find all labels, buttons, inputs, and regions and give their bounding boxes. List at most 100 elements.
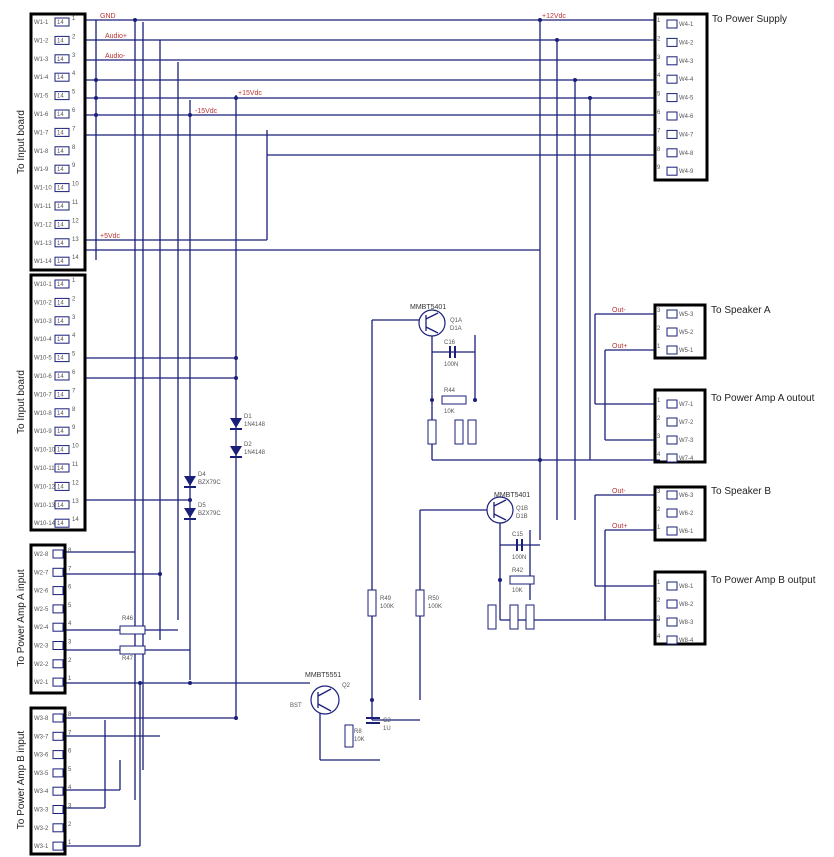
- pin-code: 14: [57, 466, 64, 472]
- pin-number: 5: [72, 352, 76, 358]
- pin-code: 14: [57, 319, 64, 325]
- pin-number: 14: [72, 517, 79, 523]
- w8-pin: 4W8-4: [657, 634, 694, 645]
- pin-ref: W4-5: [679, 96, 694, 102]
- diode-d1: D1 1N4148: [230, 414, 266, 430]
- transistor-q2: MMBT5551 Q2 BST: [290, 672, 351, 715]
- pin-ref: W10-11: [34, 466, 55, 472]
- connector-w6-pins: 3W6-3 2W6-2 1W6-1: [657, 489, 694, 536]
- w6-pin: 2W6-2: [657, 507, 694, 518]
- net-plus12: +12Vdc: [542, 13, 566, 20]
- pin-ref: W1-12: [34, 222, 52, 228]
- net-labels: GND Audio+ Audio- +15Vdc -15Vdc +5Vdc +1…: [100, 13, 627, 530]
- resistor-r42: R42 10K: [487, 568, 535, 630]
- pin-code: 14: [57, 94, 64, 100]
- connector-w4-pins: 1W4-12W4-23W4-34W4-45W4-56W4-67W4-78W4-8…: [657, 18, 694, 176]
- w3-pin: W3-11: [34, 840, 72, 851]
- w5-pin: 3W5-3: [657, 308, 694, 319]
- label-speaker-a: To Speaker A: [711, 305, 771, 316]
- pin-number: 3: [72, 53, 76, 59]
- pin-ref: W3-8: [34, 716, 49, 722]
- pin-box: [666, 327, 678, 337]
- pin-number: 8: [72, 145, 76, 151]
- w1-pin: W1-5 14 5: [34, 90, 76, 101]
- pin-box: [52, 567, 64, 577]
- pin-box: [666, 345, 678, 355]
- pin-code: 14: [57, 130, 64, 136]
- pin-box: [54, 463, 70, 473]
- r42-ref: R42: [512, 568, 524, 574]
- pin-number: 5: [72, 90, 76, 96]
- r49-val: 100K: [380, 604, 394, 610]
- pin-ref: W3-2: [34, 826, 49, 832]
- pin-code: 14: [57, 392, 64, 398]
- pin-box: [54, 316, 70, 326]
- pin-box: [666, 74, 678, 84]
- w4-pin: 2W4-2: [657, 36, 694, 47]
- d4-val: BZX79C: [198, 480, 221, 486]
- pin-box: [54, 408, 70, 418]
- pin-number: 3: [657, 55, 661, 61]
- wiring: [65, 18, 660, 847]
- connector-w1-box: [29, 12, 87, 272]
- d5-ref: D5: [198, 503, 206, 509]
- pin-box: [52, 622, 64, 632]
- pin-number: 2: [657, 507, 661, 513]
- capacitor-c15: C15 100N: [500, 532, 540, 561]
- pin-ref: W10-10: [34, 448, 56, 454]
- pin-box: [666, 581, 678, 591]
- d1-ref: D1: [244, 414, 252, 420]
- pin-number: 2: [657, 416, 661, 422]
- pin-code: 14: [57, 149, 64, 155]
- pin-ref: W8-1: [679, 584, 694, 590]
- pin-ref: W3-3: [34, 808, 49, 814]
- pin-box: [666, 111, 678, 121]
- q2-part: MMBT5551: [305, 672, 341, 679]
- pin-code: 14: [57, 448, 64, 454]
- net-out-a-minus: Out-: [612, 307, 626, 314]
- w6-pin: 3W6-3: [657, 489, 694, 500]
- pin-ref: W3-7: [34, 734, 49, 740]
- diode-d2: D2 1N4148: [230, 442, 266, 458]
- pin-number: 11: [72, 200, 79, 206]
- net-audio-plus: Audio+: [105, 33, 127, 40]
- pin-box: [666, 19, 678, 29]
- c15-ref: C15: [512, 532, 524, 538]
- w3-pin: W3-33: [34, 804, 72, 814]
- w6-pin: 1W6-1: [657, 525, 694, 536]
- resistor-r46: R46: [119, 616, 146, 635]
- pin-box: [666, 453, 678, 463]
- pin-box: [54, 164, 70, 174]
- pin-number: 10: [72, 182, 79, 188]
- pin-box: [52, 604, 64, 614]
- pin-box: [666, 526, 678, 536]
- pin-code: 14: [57, 112, 64, 118]
- pin-number: 2: [72, 34, 76, 40]
- pin-number: 4: [657, 452, 661, 458]
- pin-ref: W7-3: [679, 438, 694, 444]
- w8-pin: 1W8-1: [657, 580, 694, 591]
- pin-ref: W2-3: [34, 644, 49, 650]
- pin-box: [54, 389, 70, 399]
- pin-box: [666, 599, 678, 609]
- w7-pin: 2W7-2: [657, 416, 694, 427]
- w4-pin: 7W4-7: [657, 128, 694, 139]
- diode-d4: D4 BZX79C: [184, 472, 221, 488]
- pin-ref: W1-5: [34, 94, 49, 100]
- pin-ref: W10-2: [34, 300, 52, 306]
- pin-number: 3: [657, 434, 661, 440]
- connector-w10-box: [29, 273, 87, 532]
- capacitor-c2: C2 1U: [366, 717, 391, 732]
